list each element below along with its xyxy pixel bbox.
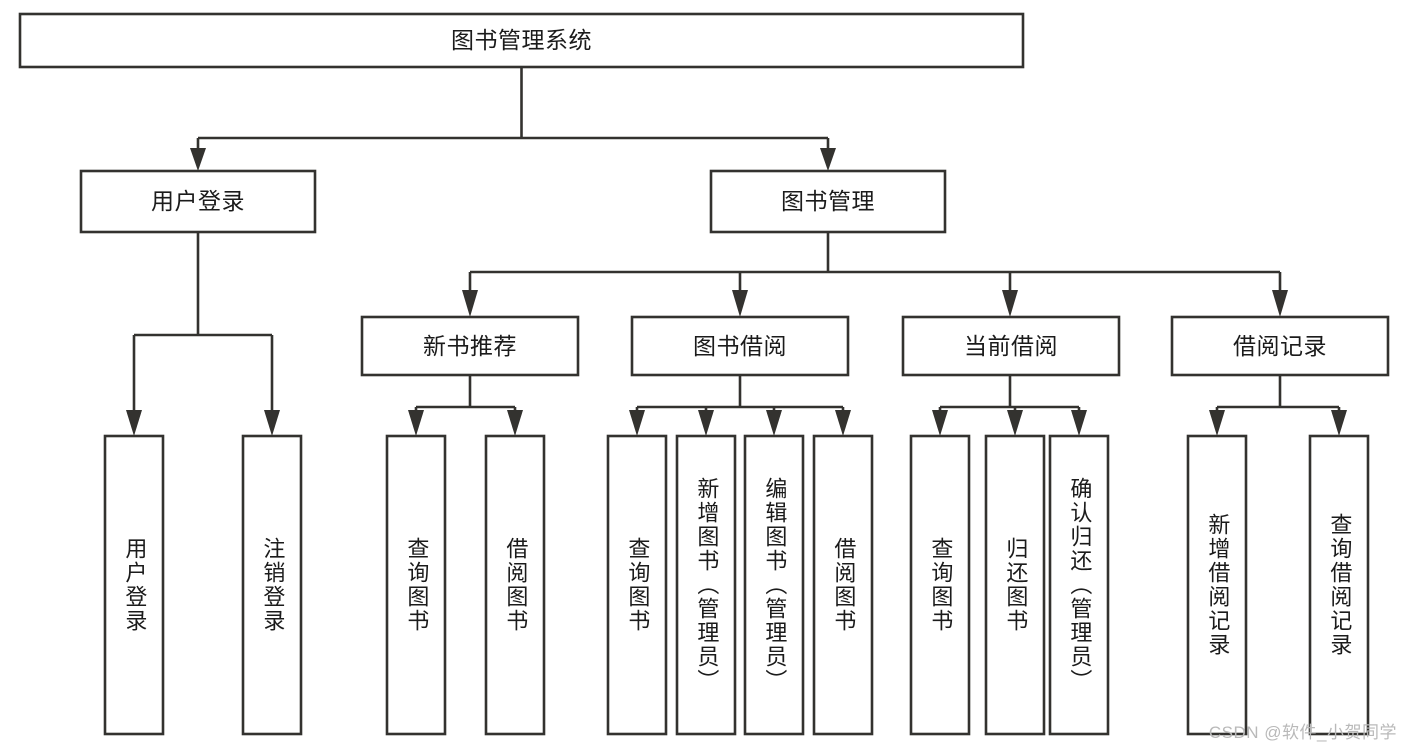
node-box-current-borrow[interactable]: [901, 315, 1121, 377]
node-box-book-borrow[interactable]: [630, 315, 850, 377]
node-box-leaf-book-borrow-3[interactable]: [812, 434, 874, 736]
node-box-book-management[interactable]: [709, 169, 947, 234]
arrow-head-book-borrow-leaf-1: [698, 410, 714, 436]
arrow-head-to-new-book-recommend: [462, 290, 478, 317]
arrow-head-current-borrow-leaf-2: [1071, 410, 1087, 436]
arrow-head-current-borrow-leaf-1: [1007, 410, 1023, 436]
node-box-leaf-current-borrow-0[interactable]: [909, 434, 971, 736]
arrow-head-new-book-leaf-1: [507, 410, 523, 436]
arrow-head-root-to-user-login: [190, 148, 206, 171]
node-box-leaf-user-login-0[interactable]: [103, 434, 165, 736]
node-box-leaf-new-book-1[interactable]: [484, 434, 546, 736]
node-box-leaf-borrow-record-0[interactable]: [1186, 434, 1248, 736]
node-box-leaf-book-borrow-0[interactable]: [606, 434, 668, 736]
node-box-leaf-new-book-0[interactable]: [385, 434, 447, 736]
arrow-head-root-to-book-management: [820, 148, 836, 171]
node-box-user-login[interactable]: [79, 169, 317, 234]
node-box-borrow-record[interactable]: [1170, 315, 1390, 377]
node-box-leaf-current-borrow-2[interactable]: [1048, 434, 1110, 736]
arrow-head-user-login-leaf-0: [126, 410, 142, 436]
arrow-head-book-borrow-leaf-0: [629, 410, 645, 436]
node-box-leaf-current-borrow-1[interactable]: [984, 434, 1046, 736]
arrow-head-to-current-borrow: [1002, 290, 1018, 317]
arrow-head-user-login-leaf-1: [264, 410, 280, 436]
arrow-head-new-book-leaf-0: [408, 410, 424, 436]
arrow-head-to-borrow-record: [1272, 290, 1288, 317]
node-box-root[interactable]: [18, 12, 1025, 69]
arrow-head-current-borrow-leaf-0: [932, 410, 948, 436]
node-box-leaf-user-login-1[interactable]: [241, 434, 303, 736]
node-box-leaf-book-borrow-1[interactable]: [675, 434, 737, 736]
node-box-leaf-book-borrow-2[interactable]: [743, 434, 805, 736]
arrow-head-book-borrow-leaf-2: [766, 410, 782, 436]
node-box-new-book-recommend[interactable]: [360, 315, 580, 377]
node-box-leaf-borrow-record-1[interactable]: [1308, 434, 1370, 736]
arrow-head-book-borrow-leaf-3: [835, 410, 851, 436]
arrow-head-to-book-borrow: [732, 290, 748, 317]
arrow-head-borrow-record-leaf-1: [1331, 410, 1347, 436]
arrow-head-borrow-record-leaf-0: [1209, 410, 1225, 436]
